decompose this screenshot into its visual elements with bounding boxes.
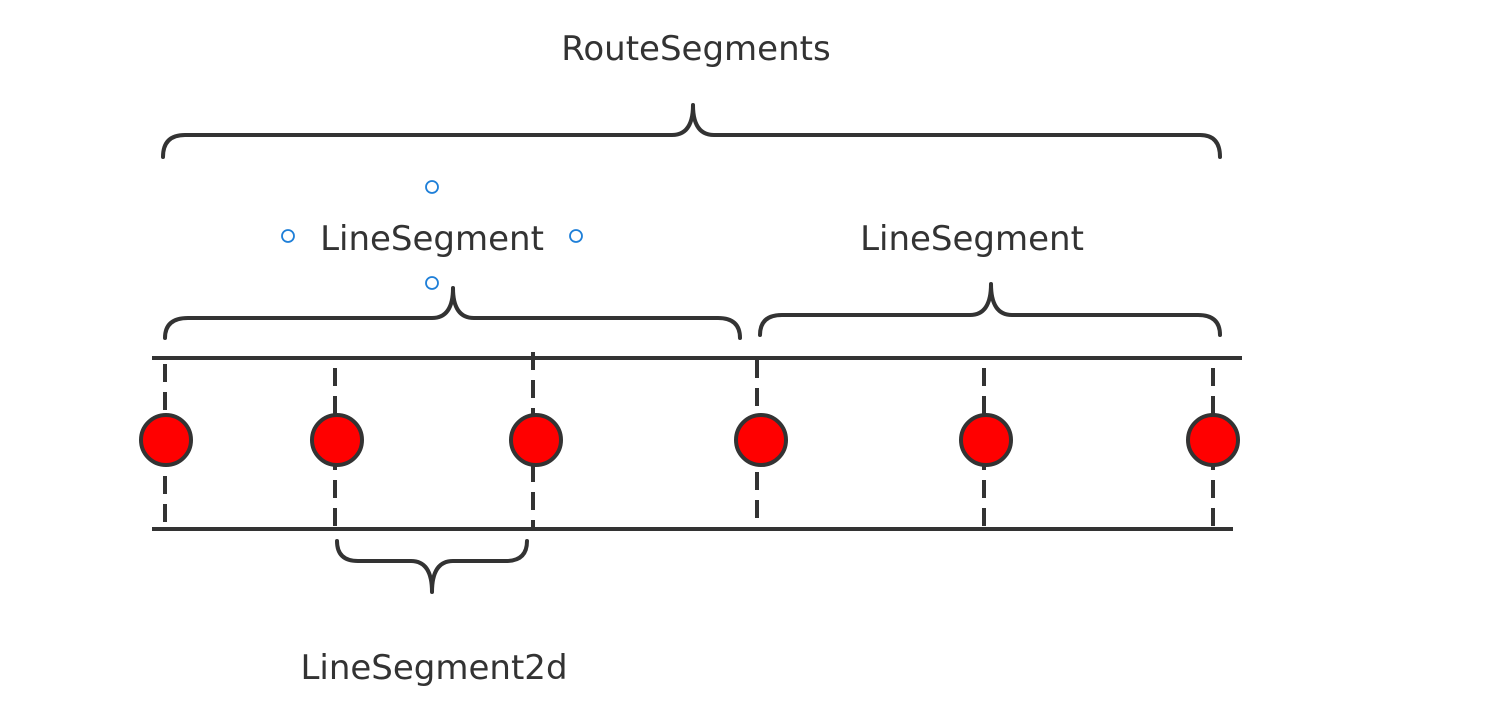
selection-handle-top[interactable]: [425, 180, 439, 194]
selection-handles: [281, 180, 583, 290]
point-3: [509, 413, 563, 467]
line-segment-right-label: LineSegment: [860, 219, 1084, 259]
line-segment-2d-label: LineSegment2d: [300, 648, 567, 688]
point-2: [310, 413, 364, 467]
selection-handle-bottom[interactable]: [425, 276, 439, 290]
point-1: [139, 413, 193, 467]
line-segment-2d-brace: [335, 539, 529, 594]
selection-handle-right[interactable]: [569, 229, 583, 243]
point-6: [1186, 413, 1240, 467]
route-segments-brace: [161, 103, 1222, 159]
route-segments-label: RouteSegments: [561, 29, 830, 69]
line-segment-left-brace: [163, 286, 742, 340]
line-segment-left-label[interactable]: LineSegment: [320, 219, 544, 259]
point-4: [734, 413, 788, 467]
line-segment-right-brace: [758, 282, 1222, 337]
selection-handle-left[interactable]: [281, 229, 295, 243]
point-5: [959, 413, 1013, 467]
